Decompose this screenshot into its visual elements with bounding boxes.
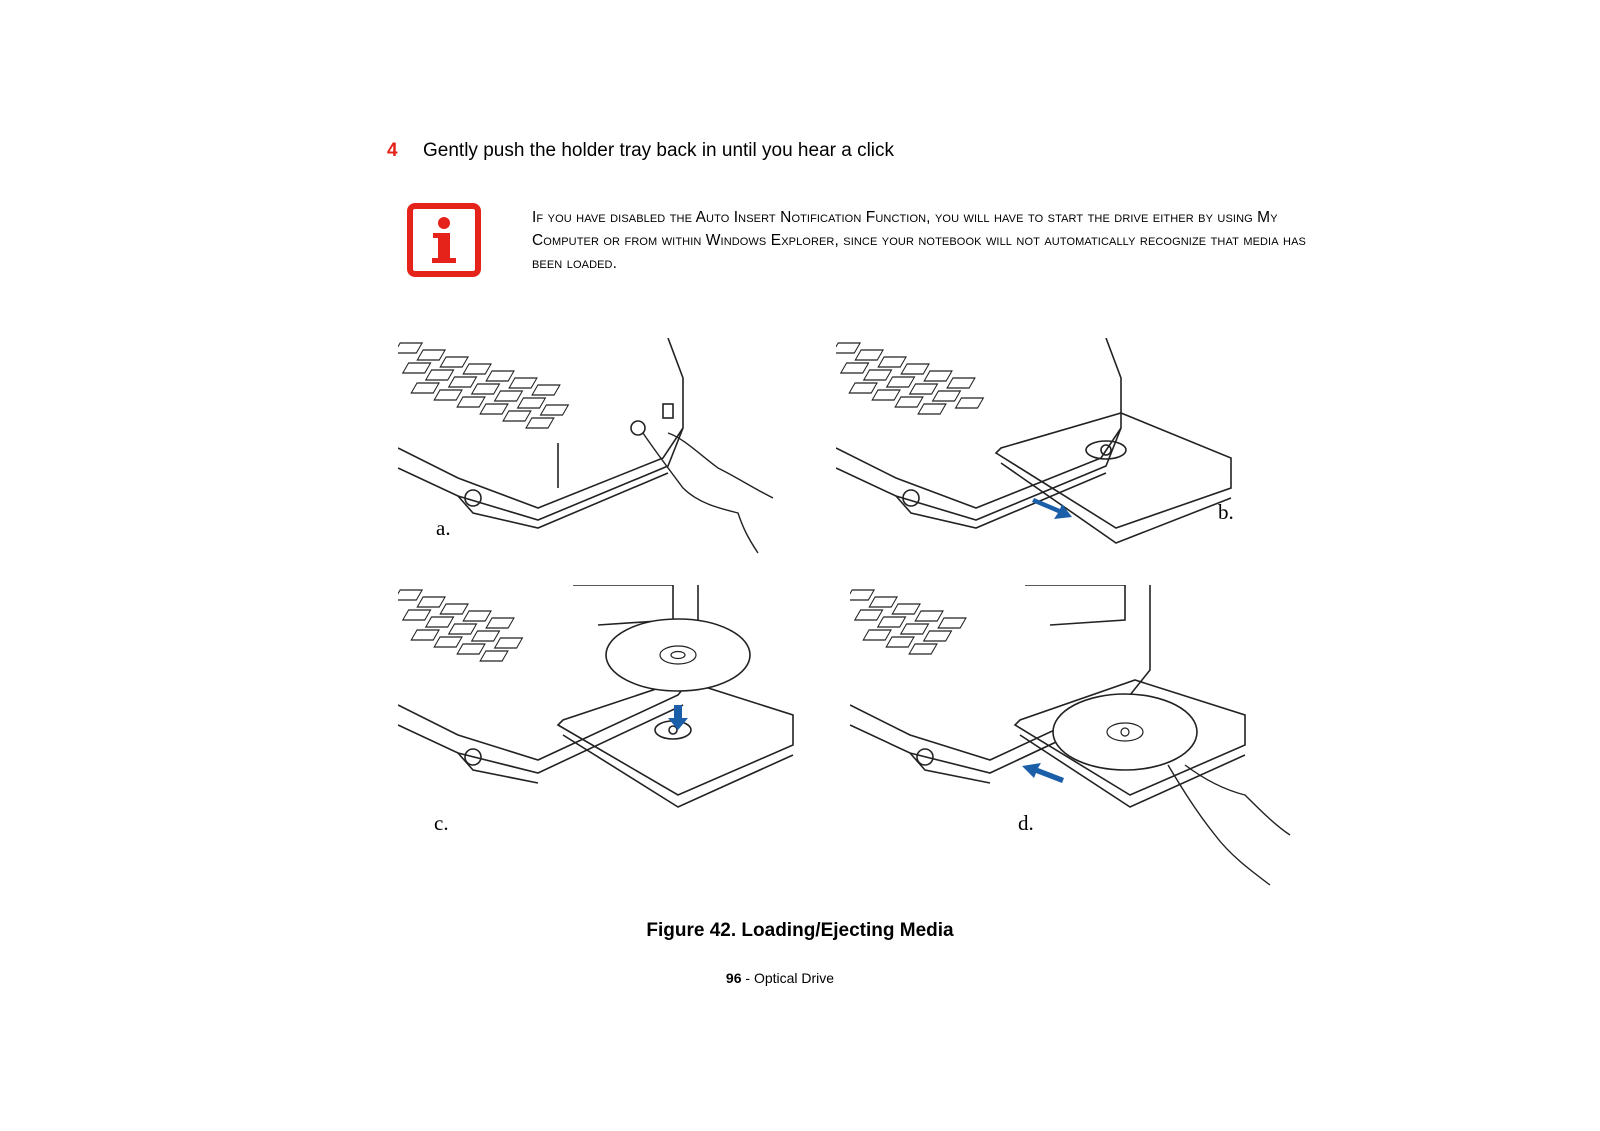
section-name: Optical Drive (754, 970, 834, 986)
panel-label-b: b. (1218, 500, 1234, 525)
note-text: If you have disabled the Auto Insert Not… (532, 206, 1322, 275)
panel-label-a: a. (436, 516, 451, 541)
figure-caption: Figure 42. Loading/Ejecting Media (0, 920, 1600, 942)
footer-separator: - (741, 970, 753, 986)
page-number: 96 (726, 970, 742, 986)
disc-icon (606, 619, 750, 691)
figure-panel-d: d. (850, 585, 1320, 905)
step-number: 4 (387, 139, 423, 163)
info-icon (407, 203, 481, 277)
page-footer: 96 - Optical Drive (0, 970, 1560, 986)
laptop-insert-disc-illustration (398, 585, 798, 820)
panel-label-c: c. (434, 811, 449, 836)
close-arrow-icon (1022, 763, 1064, 783)
figure-panel-a: a. (398, 338, 788, 563)
step-text: Gently push the holder tray back in unti… (423, 140, 894, 161)
laptop-eject-button-illustration (398, 338, 788, 563)
laptop-close-tray-illustration (850, 585, 1320, 905)
panel-label-d: d. (1018, 811, 1034, 836)
figure-panel-c: c. (398, 585, 798, 820)
figure-panel-b: b. (836, 338, 1246, 548)
laptop-open-tray-illustration (836, 338, 1246, 548)
disc-in-tray-icon (1053, 694, 1197, 770)
